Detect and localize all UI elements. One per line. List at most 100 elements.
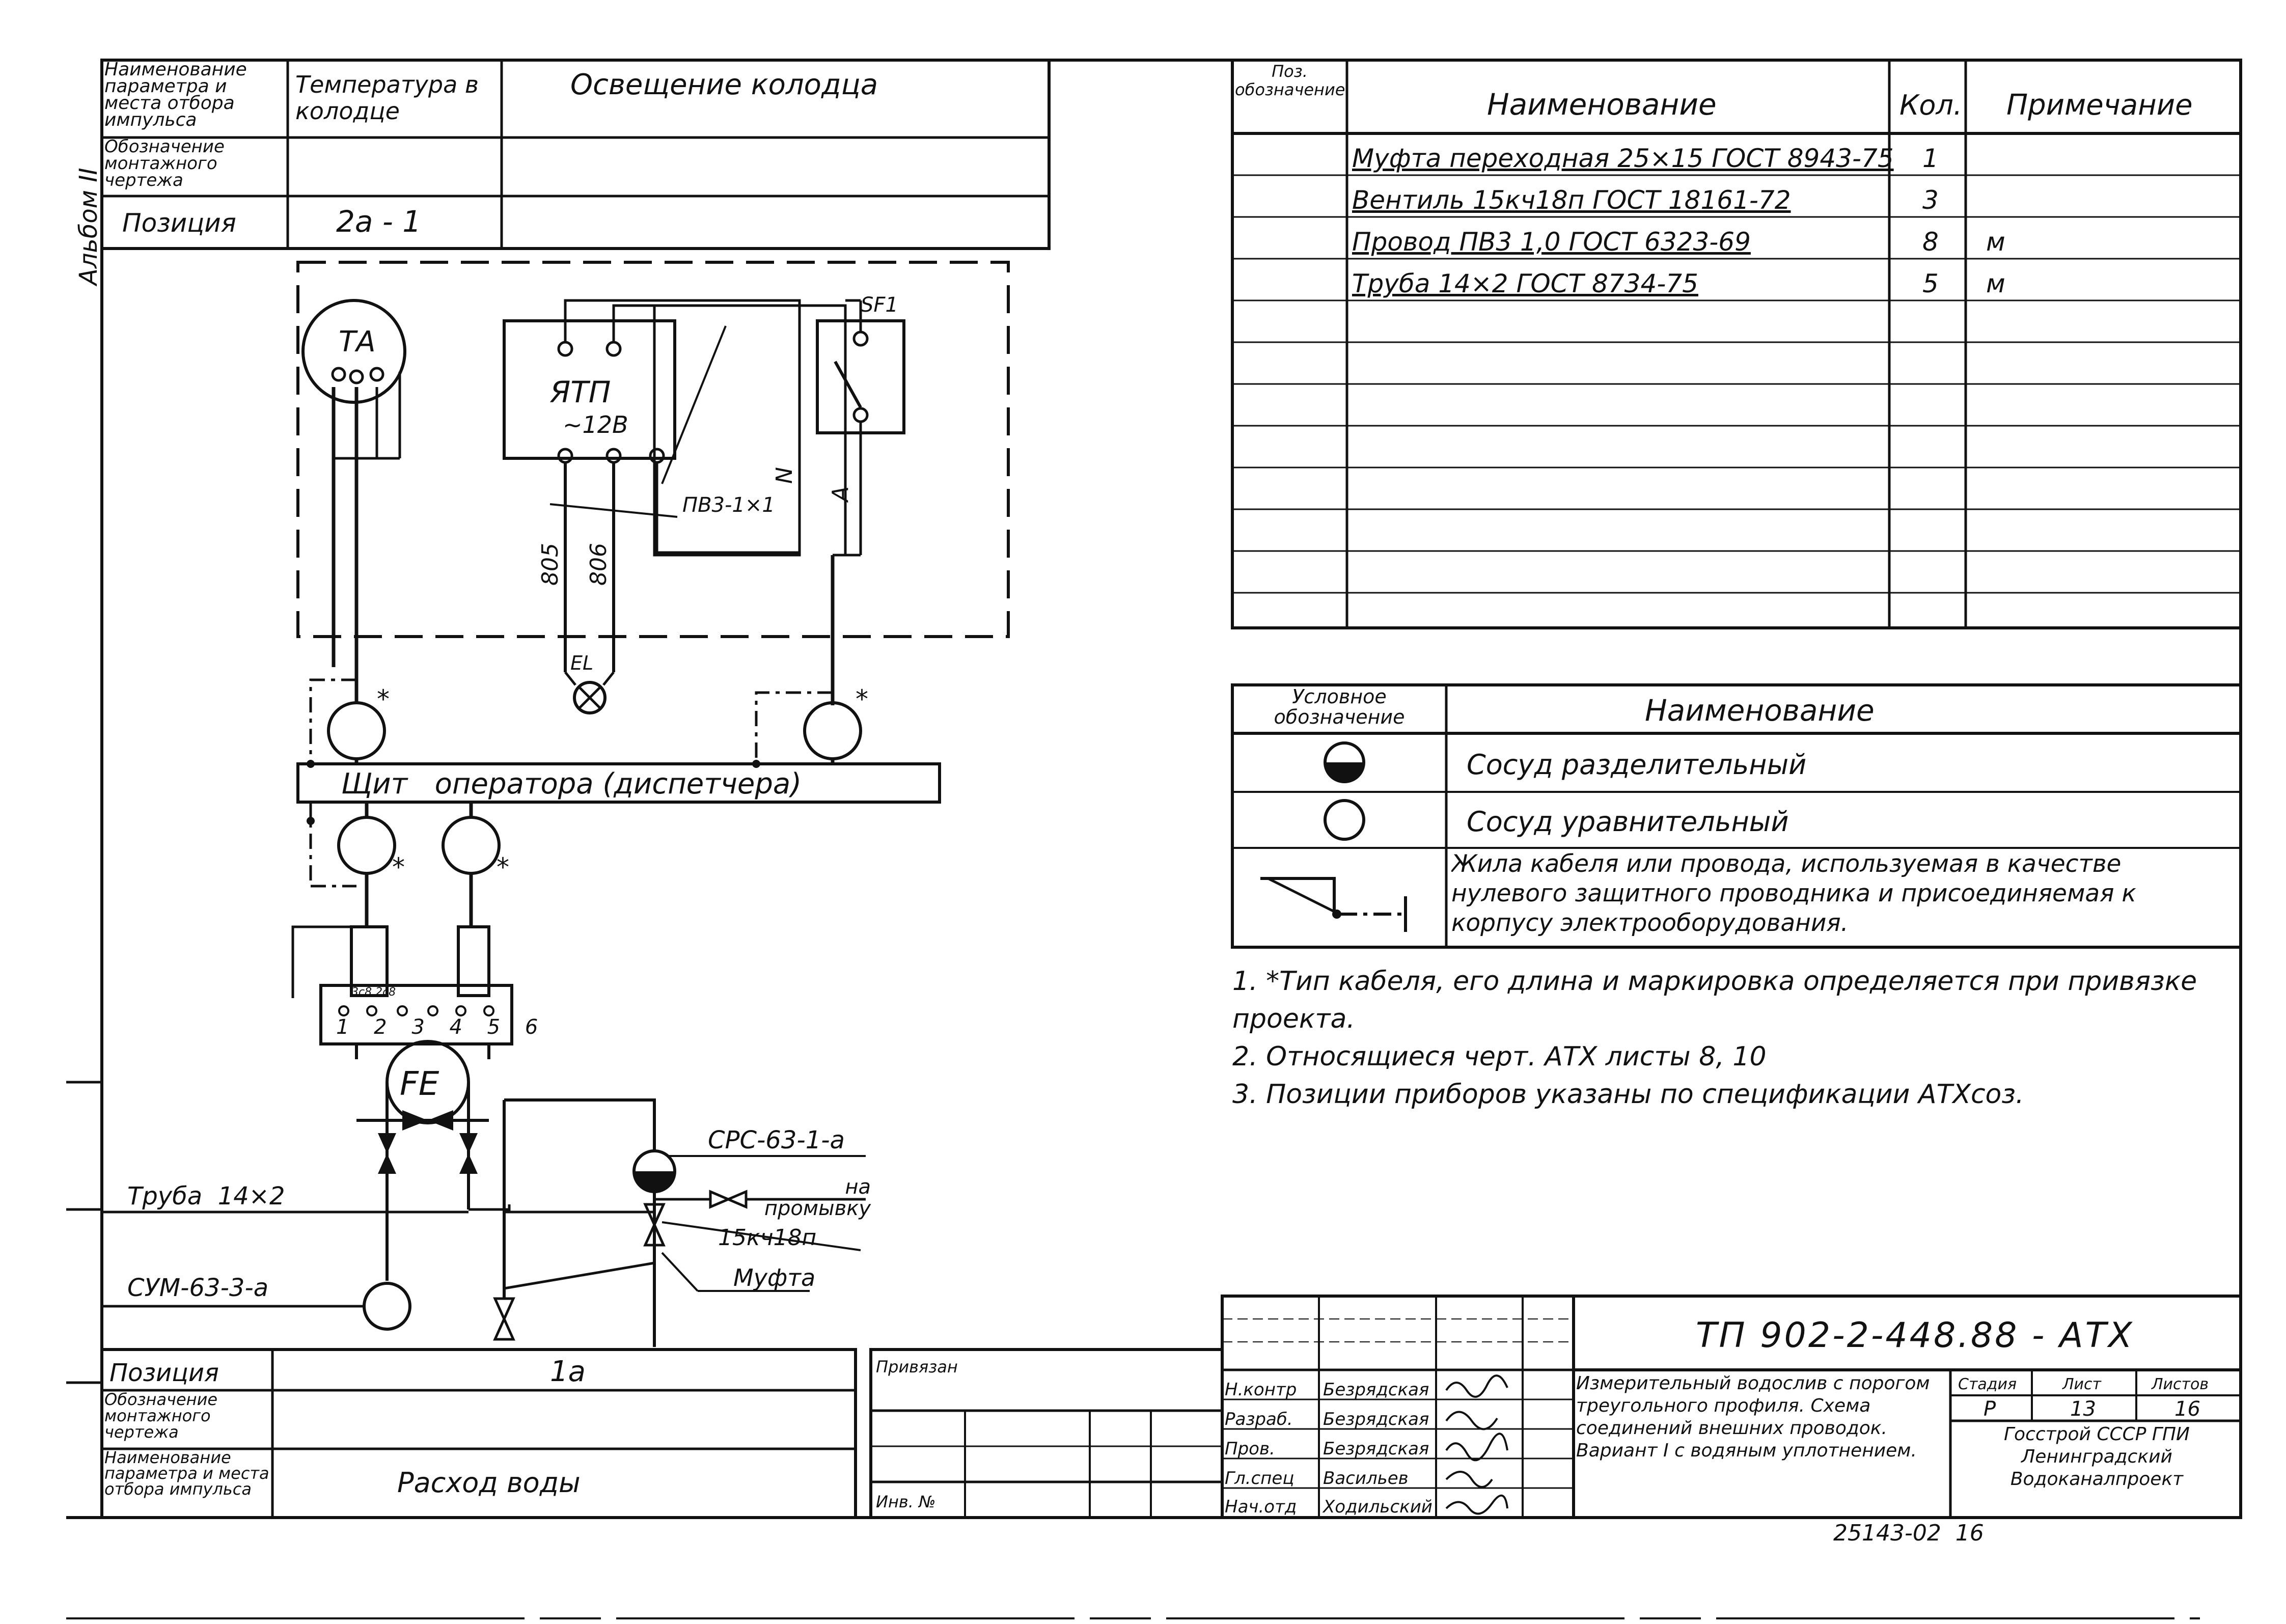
bottom-left-table [100, 1348, 857, 1519]
bottom-drawing-label: Обозначение монтажного чертежа [104, 1391, 218, 1442]
legend-row-protective: Жила кабеля или провода, используемая в … [1260, 850, 2136, 937]
upper-cable-glands [307, 678, 862, 768]
role-name: Безрядская [1323, 1380, 1429, 1400]
operator-panel [296, 762, 941, 804]
title-roles: Н.контр Разраб. Пров. Гл.спец Нач.отд Бе… [1225, 1380, 1433, 1517]
organization: Госстрой СССР ГПИ Ленинградский Водокана… [2004, 1424, 2190, 1490]
legend-row-separator: Сосуд разделительный [1324, 741, 1806, 783]
spec-row-name: Труба 14×2 ГОСТ 8734-75 [1352, 269, 1698, 298]
sf1-switch [816, 299, 905, 705]
legend-header-name: Наименование [1645, 693, 1875, 728]
equalizing-vessel-icon [1324, 799, 1365, 841]
lower-cable-glands [291, 802, 501, 998]
role-name: Безрядская [1323, 1439, 1429, 1459]
spec-header-name: Наименование [1487, 87, 1717, 122]
operator-panel-label: Щит оператора (диспетчера) [341, 767, 802, 801]
spec-row-qty: 8 [1922, 227, 1939, 257]
role-label: Разраб. [1225, 1409, 1293, 1429]
spec-row-qty: 5 [1922, 269, 1939, 298]
spec-row-name: Вентиль 15кч18п ГОСТ 18161-72 [1352, 185, 1791, 215]
role-name: Безрядская [1323, 1409, 1429, 1429]
ta-sensor [301, 299, 406, 682]
col-sheets-label: Листов [2151, 1375, 2209, 1393]
spec-table [1231, 59, 2242, 629]
terminal-numbers: 1 2 3 4 5 6 [336, 1015, 547, 1039]
fe-label: FE [400, 1065, 439, 1103]
left-header-table [100, 59, 1051, 250]
valve-label: 15кч18п [718, 1225, 816, 1251]
legend-header-symbol: Условное обозначение [1274, 686, 1405, 728]
sf1-label: SF1 [861, 293, 898, 317]
legend-row-text: Сосуд разделительный [1467, 749, 1806, 781]
protective-conductor-icon [1260, 877, 1407, 932]
legend-row-text: Сосуд уравнительный [1467, 806, 1789, 838]
privyazan-label: Привязан [876, 1357, 958, 1377]
left-header-drawing-label: Обозначение монтажного чертежа [104, 139, 225, 190]
role-label: Пров. [1225, 1439, 1275, 1459]
ytp-voltage: ~12В [563, 411, 628, 438]
ytp-name: ЯТП [549, 375, 611, 409]
spec-header-pos: Поз. обозначение [1235, 62, 1344, 99]
wire-806-label: 806 [586, 543, 612, 586]
wire-n-label: N [772, 467, 797, 484]
footer-code: 25143-02 16 [1833, 1520, 1984, 1546]
legend-row-equalizing: Сосуд уравнительный [1324, 799, 1789, 841]
col-stage-label: Стадия [1958, 1375, 2017, 1393]
sheet-value: 13 [2070, 1397, 2096, 1421]
album-label: Альбом II [74, 168, 103, 287]
wire-a-label: А [828, 486, 853, 503]
sum-vessel [363, 1282, 411, 1331]
title-description: Измерительный водослив с порогом треугол… [1576, 1373, 1930, 1461]
role-name: Ходильский [1322, 1497, 1433, 1517]
sheets-value: 16 [2174, 1397, 2200, 1421]
spec-row: Муфта переходная 25×15 ГОСТ 8943-75 1 [1352, 144, 1939, 173]
spec-header-qty: Кол. [1899, 89, 1962, 121]
ytp-box [503, 299, 847, 672]
spec-row-qty: 3 [1922, 185, 1939, 215]
spec-row-qty: 1 [1922, 144, 1939, 173]
spec-row: Провод ПВ3 1,0 ГОСТ 6323-69 8 м [1352, 227, 2005, 257]
spec-row-note: м [1986, 269, 2005, 298]
to-wash-label: на промывку [764, 1176, 871, 1220]
bottom-param-value: Расход воды [397, 1467, 581, 1499]
spec-row: Труба 14×2 ГОСТ 8734-75 5 м [1352, 269, 2005, 298]
spec-header-note: Примечание [2006, 89, 2193, 122]
terminal-top-label: 3с8 2с8 [351, 986, 396, 999]
role-label: Н.контр [1225, 1380, 1297, 1400]
el-label: EL [570, 652, 593, 674]
el-lamp [564, 671, 615, 714]
col-sheet-label: Лист [2062, 1375, 2102, 1393]
ta-label: ТА [339, 325, 376, 359]
spec-row-name: Провод ПВ3 1,0 ГОСТ 6323-69 [1352, 227, 1751, 257]
stage-value: Р [1984, 1397, 1996, 1421]
role-name: Васильев [1323, 1468, 1409, 1489]
left-header-param-label: Наименование параметра и места отбора им… [104, 61, 247, 130]
upper-right-star: * [856, 684, 868, 714]
legend-row-text: Жила кабеля или провода, используемая в … [1451, 850, 2136, 937]
left-header-param-value: Температура в колодце [295, 71, 479, 125]
note-3: 3. Позиции приборов указаны по специфика… [1232, 1079, 2024, 1110]
lower-left-star: * [392, 852, 405, 882]
left-header-position-label: Позиция [122, 208, 236, 238]
separator-piping [495, 1098, 866, 1347]
coupling-label: Муфта [733, 1264, 815, 1291]
bottom-position-label: Позиция [109, 1359, 219, 1387]
legend-table [1231, 683, 2242, 949]
inv-label: Инв. № [876, 1492, 935, 1511]
bottom-position-value: 1а [550, 1355, 586, 1388]
left-header-position-value: 2а - 1 [336, 204, 421, 239]
local-enclosure [296, 261, 1010, 638]
spec-row-name: Муфта переходная 25×15 ГОСТ 8943-75 [1352, 144, 1894, 173]
bottom-param-label: Наименование параметра и места отбора им… [104, 1450, 269, 1499]
signatures [1445, 1374, 1508, 1515]
note-2: 2. Относящиеся черт. АТХ листы 8, 10 [1232, 1041, 1767, 1072]
role-label: Гл.спец [1225, 1468, 1294, 1489]
role-label: Нач.отд [1225, 1497, 1297, 1517]
pipe-label: Труба 14×2 [127, 1182, 285, 1210]
notes: 1. *Тип кабеля, его длина и маркировка о… [1232, 962, 2241, 1113]
title-code: ТП 902-2-448.88 - АТХ [1696, 1315, 2134, 1356]
srs-label: СРС-63-1-а [708, 1126, 845, 1154]
wire-805-label: 805 [537, 543, 563, 586]
title-block [1221, 1295, 2242, 1519]
